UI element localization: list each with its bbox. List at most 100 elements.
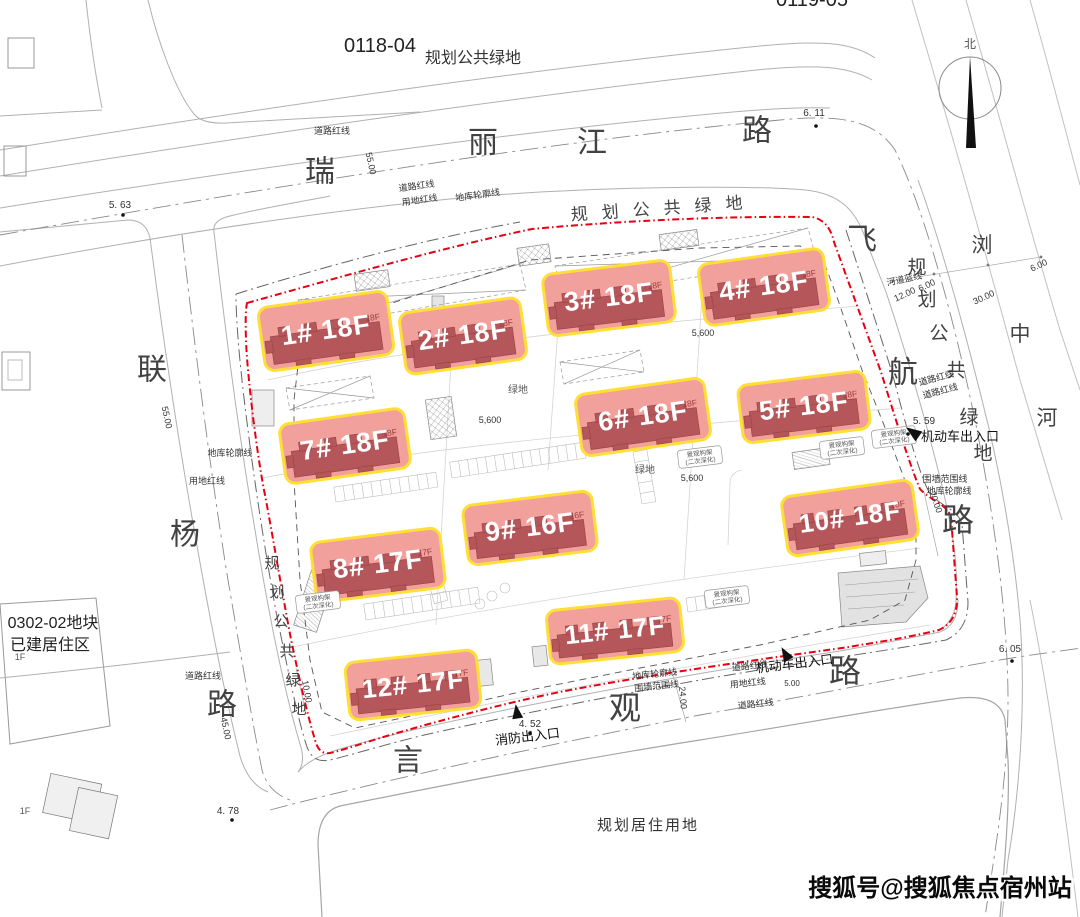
map-annotation: 55.00 — [364, 151, 378, 175]
street-name-char: 言 — [393, 745, 423, 778]
building-floor-note: 18F — [890, 498, 906, 510]
parcel-label-left: 已建居住区 — [10, 636, 90, 654]
map-annotation: 10.00 — [300, 680, 314, 704]
map-annotation: 道路红线 — [185, 670, 221, 681]
map-annotation: 5,600 — [692, 328, 715, 338]
site-boundary — [244, 215, 959, 755]
street-name-char: 绿 — [959, 407, 978, 429]
north-arrow — [938, 56, 1002, 148]
map-annotation: 用地红线 — [401, 192, 438, 208]
building-footprint — [350, 670, 471, 716]
street-name-char: 地 — [291, 701, 306, 718]
map-annotation: 绿地 — [635, 463, 655, 476]
building-footprint — [551, 615, 674, 660]
map-annotation: 1F — [15, 652, 26, 662]
building-footprint — [787, 501, 909, 551]
parcel-code-top: 0118-04 — [344, 35, 416, 57]
watermark: 搜狐号@搜狐焦点宿州站 — [808, 874, 1071, 902]
street-name-char: 杨 — [170, 519, 200, 552]
street-name-char: 江 — [577, 127, 607, 160]
landscape-structure-box: 景观构架(二次深化) — [295, 590, 341, 614]
map-annotation: 45.00 — [219, 716, 233, 740]
street-name-char: 共 — [279, 643, 294, 660]
outer-property-line — [235, 221, 969, 762]
map-annotation: 道路红线 — [731, 658, 768, 673]
map-annotation: 30.00 — [971, 288, 996, 307]
north-label: 北 — [964, 37, 976, 51]
map-annotation: 用地红线 — [729, 675, 766, 690]
road-centerlines — [0, 117, 1080, 917]
street-name-char: 飞 — [847, 224, 877, 257]
map-annotation: 绿地 — [508, 383, 528, 396]
building-floor-note: 18F — [382, 427, 398, 439]
street-name-char: 划 — [917, 289, 936, 311]
map-annotation: 6.00 — [1029, 257, 1049, 273]
street-name-char: 联 — [137, 354, 167, 387]
building-footprint — [285, 429, 401, 479]
building-floor-note: 18F — [647, 279, 663, 291]
map-annotation: 24.00 — [677, 686, 689, 709]
street-name-char: 观 — [609, 690, 641, 726]
garage-outline — [293, 245, 917, 729]
street-name-char: 路 — [207, 689, 237, 722]
parcel-code-left: 0302-02地块 — [8, 614, 99, 632]
street-name-char: 河 — [1037, 406, 1058, 430]
building-floor-note: 16F — [569, 509, 585, 521]
street-name-char: 公 — [273, 614, 288, 630]
building-footprint — [704, 270, 820, 321]
parcel-label-top: 规划公共绿地 — [425, 49, 521, 67]
north-needle — [966, 56, 976, 148]
street-name-char: 路 — [942, 502, 974, 538]
street-name-char: 浏 — [972, 233, 993, 257]
building-floor-note: 18F — [365, 311, 381, 323]
map-annotation: 5. 63 — [109, 200, 132, 211]
parcel-code-topright: 0119-05 — [776, 0, 848, 11]
building-footprint — [316, 549, 435, 598]
map-annotation: 围墙范围线 — [634, 678, 680, 694]
building-footprint — [468, 512, 587, 561]
street-name-char: 路 — [829, 653, 861, 689]
street-name-char: 瑞 — [305, 156, 335, 189]
street-name-char: 地 — [973, 443, 992, 465]
street-name-char: 绿 — [285, 672, 300, 689]
map-annotation: 道路红线 — [737, 696, 774, 711]
building-floor-note: 18F — [498, 317, 514, 329]
map-annotation: 4. 78 — [217, 806, 240, 817]
map-annotation: 道路红线 — [398, 178, 435, 194]
map-annotation: 5,600 — [681, 473, 704, 483]
parcel-label-bottom: 规划居住用地 — [597, 817, 699, 834]
building-footprint — [581, 400, 701, 451]
map-annotation: 地库轮廓线 — [207, 447, 252, 458]
map-annotation: 道路红线 — [314, 125, 350, 136]
street-name-char: 中 — [1010, 322, 1031, 346]
street-name-char: 规 — [264, 555, 279, 572]
building-footprint — [405, 319, 517, 370]
map-annotation: 12.00 — [892, 285, 917, 304]
landscape-structure-box: 景观构架(二次深化) — [819, 436, 865, 460]
map-annotation: 6. 05 — [999, 644, 1022, 655]
map-annotation: 5,600 — [479, 415, 502, 425]
map-annotation: 地库轮廓线 — [926, 485, 971, 496]
building-floor-note: 17F — [453, 667, 469, 678]
building-footprint — [548, 282, 666, 332]
building-footprint — [743, 391, 860, 439]
map-annotation: 地库轮廓线 — [632, 666, 678, 682]
street-name-char: 路 — [742, 115, 772, 148]
map-annotation: 5. 59 — [913, 416, 936, 427]
landscape-structure-box: 景观构架(二次深化) — [677, 445, 723, 469]
street-name-char: 丽 — [468, 127, 498, 160]
street-name-char: 规 — [907, 257, 926, 279]
